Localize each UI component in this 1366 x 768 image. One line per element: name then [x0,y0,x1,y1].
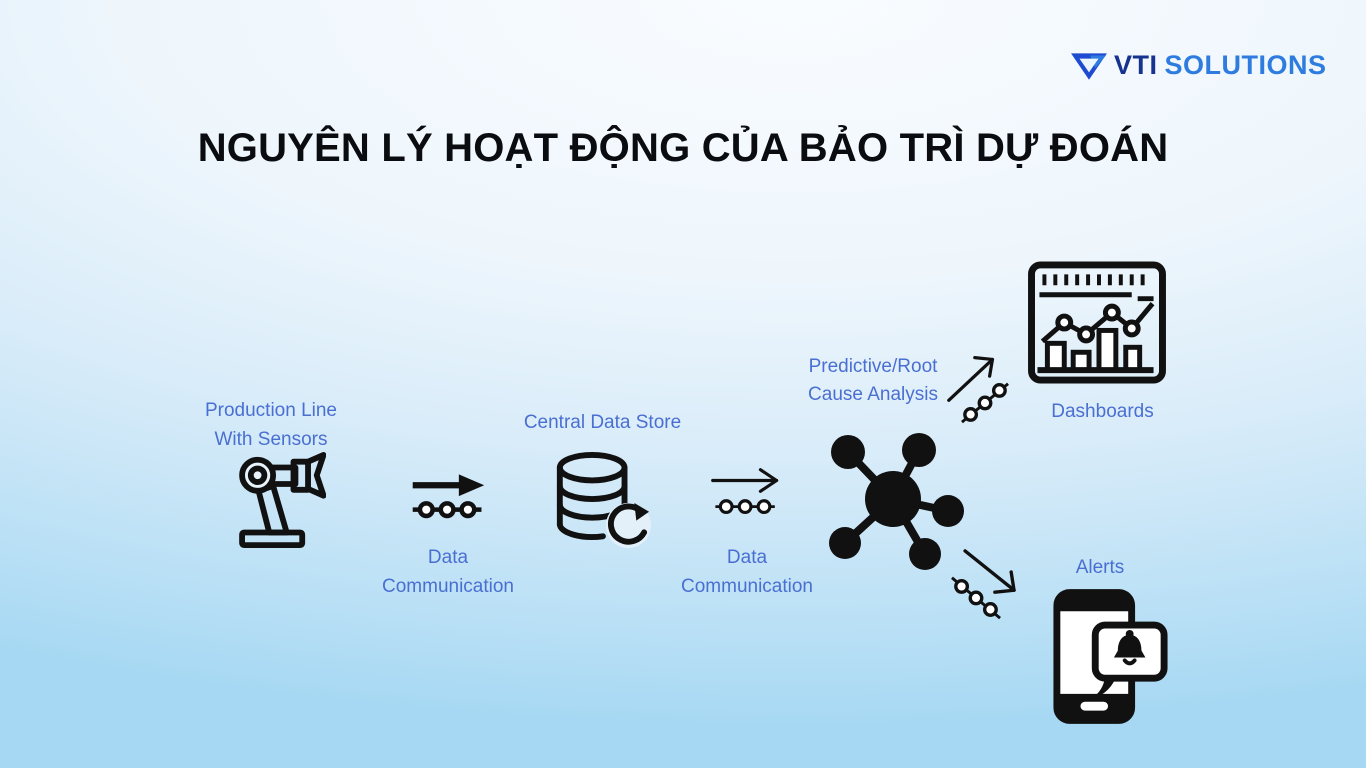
robot-arm-icon [228,452,326,549]
production-line-label-line1: Production Line [204,400,338,421]
analysis-label-line2: Cause Analysis [808,384,938,405]
dashboard-chart-icon [1026,260,1168,385]
alerts-label: Alerts [1075,557,1125,578]
up-right-arrow-icon [946,352,998,404]
page-title: NGUYÊN LÝ HOẠT ĐỘNG CỦA BẢO TRÌ DỰ ĐOÁN [197,126,1169,170]
analysis-label: Predictive/Root Cause Analysis [793,353,953,409]
vti-solutions-logo: VTI SOLUTIONS [1070,50,1327,81]
central-data-store-label: Central Data Store [523,412,682,433]
logo-text-secondary: SOLUTIONS [1164,50,1327,80]
vti-v-mark-icon [1070,51,1108,81]
analysis-label-line1: Predictive/Root [808,356,938,377]
data-communication-2-line1: Data [726,547,768,568]
data-communication-2-line2: Communication [681,576,813,597]
beads-diagonal-up-icon [958,378,1012,426]
production-line-label-line2: With Sensors [214,429,328,450]
network-hub-icon [822,423,964,575]
down-right-arrow-icon [962,548,1020,596]
thin-arrow-beads-icon [710,465,782,523]
dashboards-label: Dashboards [1051,401,1154,422]
data-communication-2-label: Data Communication [668,543,826,601]
database-refresh-icon [550,450,652,550]
production-line-label: Production Line With Sensors [178,396,364,454]
data-communication-1-line1: Data [427,547,469,568]
solid-arrow-beads-icon [410,468,486,526]
logo-text: VTI SOLUTIONS [1114,50,1327,81]
data-communication-1-line2: Communication [382,576,514,597]
data-communication-1-label: Data Communication [370,543,526,601]
logo-text-primary: VTI [1114,50,1158,80]
beads-diagonal-down-icon [948,572,1004,622]
phone-notification-icon [1050,589,1170,724]
